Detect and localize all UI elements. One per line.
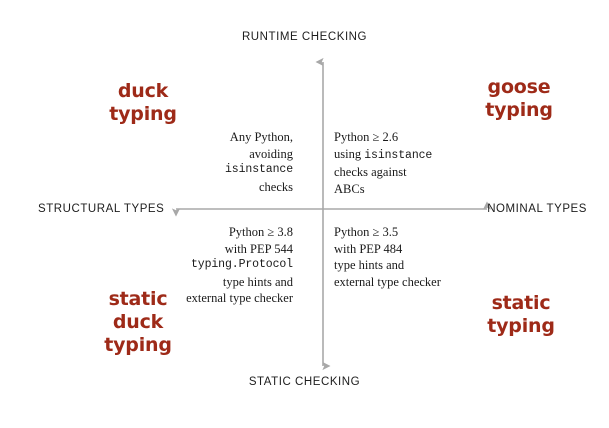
quad-ur-line-4: ABCs <box>334 181 365 196</box>
axis-label-runtime-checking: RUNTIME CHECKING <box>241 31 368 43</box>
quadrant-name-duck-typing: duck typing <box>109 80 177 125</box>
quadrant-text-upper-left: Any Python, avoiding isinstance checks <box>123 129 293 195</box>
quad-ur-code-isinstance: isinstance <box>364 148 433 162</box>
quad-ll-line-1: Python ≥ 3.8 <box>228 225 293 239</box>
axis-label-structural-types: STRUCTURAL TYPES <box>38 203 165 215</box>
quadrant-text-lower-right: Python ≥ 3.5 with PEP 484 type hints and… <box>334 224 524 290</box>
quad-ll-line-5: external type checker <box>186 291 293 305</box>
quad-ll-code-typing-protocol: typing.Protocol <box>190 258 293 271</box>
quad-ur-line-2: using isinstance <box>334 146 514 165</box>
quadrant-name-goose-typing: goose typing <box>485 76 553 121</box>
quadrant-name-static-duck-typing: static duck typing <box>104 288 172 356</box>
quad-ur-line-1: Python ≥ 2.6 <box>334 130 399 144</box>
quad-ul-line-4: checks <box>258 179 293 194</box>
quadrant-name-static-typing: static typing <box>487 292 555 337</box>
quad-ur-line-3: checks against <box>334 165 407 179</box>
quad-ll-line-2: with PEP 544 <box>224 241 293 256</box>
quadrant-text-lower-left: Python ≥ 3.8 with PEP 544 typing.Protoco… <box>113 224 293 307</box>
quad-ll-line-4: type hints and <box>222 274 293 289</box>
quad-lr-line-3: type hints and <box>334 258 405 272</box>
quad-lr-line-2: with PEP 484 <box>334 241 403 256</box>
quadrant-text-upper-right: Python ≥ 2.6 using isinstance checks aga… <box>334 129 514 197</box>
quad-ul-code-isinstance: isinstance <box>224 163 293 176</box>
quad-ul-line-1: Any Python, <box>229 130 293 144</box>
quad-ul-line-2: avoiding <box>249 146 293 161</box>
quad-lr-line-1: Python ≥ 3.5 <box>334 225 399 239</box>
axis-label-static-checking: STATIC CHECKING <box>248 376 361 388</box>
quad-lr-line-4: external type checker <box>334 274 441 289</box>
quad-ur-line-2-prefix: using <box>334 146 365 161</box>
axis-label-nominal-types: NOMINAL TYPES <box>487 203 587 215</box>
